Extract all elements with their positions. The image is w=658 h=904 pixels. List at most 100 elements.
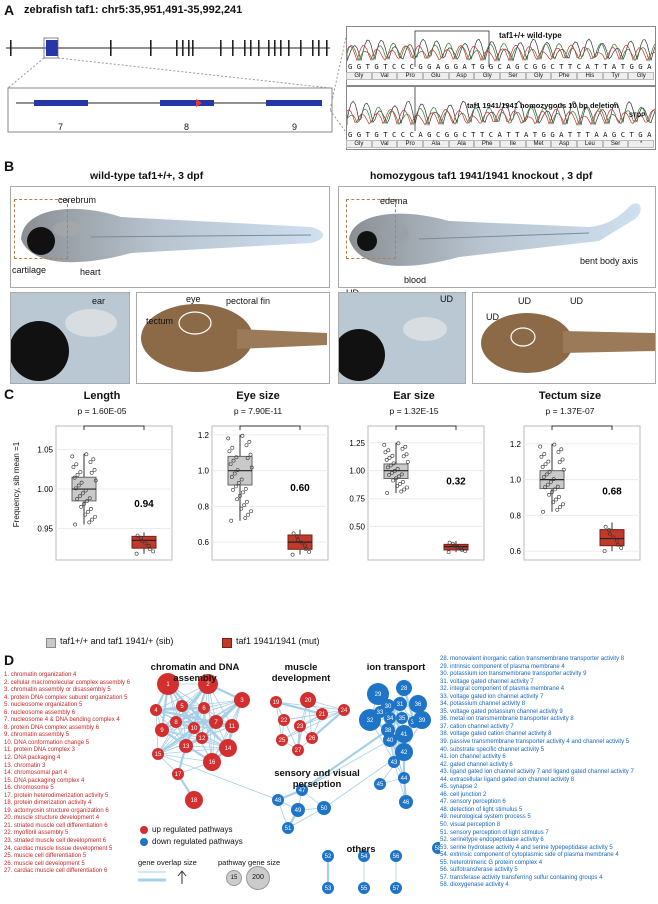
amino-acid: Val [371,72,398,80]
exon-tick [182,40,184,56]
data-point [230,445,235,450]
wt-title: wild-type taf1+/+, 3 dpf [90,170,204,182]
panel-d-letter: D [4,652,15,668]
pathway-node-43 [388,756,400,768]
deletion-marker [196,99,202,107]
exon-tick [188,40,190,56]
amino-acid: Ala [423,140,449,148]
size-small-circle: 15 [226,870,242,886]
network-edge [157,727,195,755]
amino-acid: Ala [448,140,475,148]
data-point [551,500,556,505]
data-point [89,507,93,511]
pathway-node-23 [294,720,306,732]
data-point [603,524,608,529]
node-label: 13 [183,744,190,750]
base: C [523,62,529,71]
stop-label: STOP [629,113,646,119]
data-point [544,472,549,477]
network-edge [301,729,389,791]
mut-trace [347,87,655,131]
amino-acid: Pro [397,140,424,148]
cluster-chromatin: chromatin and DNA assembly [150,662,240,684]
exon-tick [274,40,276,56]
amino-acid: Asp [551,140,578,148]
data-point [84,452,89,457]
amino-acid: Gly [346,72,372,80]
panel-a-title: zebrafish taf1: chr5:35,951,491-35,992,2… [24,4,243,16]
tick-label: 0.75 [349,495,365,504]
data-point [135,533,140,538]
pathway-node-47 [296,784,308,796]
base: A [611,62,617,71]
pathway-item: 34. potassium channel activity 8 [440,701,526,708]
data-point [561,502,565,507]
pathway-node-13 [179,739,193,753]
pathway-item: 45. synapse 2 [440,784,478,791]
node-label: 31 [397,702,404,708]
data-point [234,484,238,489]
data-point [399,489,404,494]
pathway-item: 8. protein DNA complex assembly 6 [4,724,100,731]
cluster-others: others [346,844,376,855]
node-label: 55 [361,886,368,892]
data-point [243,516,248,521]
data-point [558,505,563,509]
data-point [403,444,408,449]
p-value: p = 1.37E-07 [545,406,595,416]
data-point [226,436,231,441]
label-ud4: UD [518,296,531,306]
data-point [302,543,307,548]
pathway-item: 21. striated muscle cell differentiation… [4,822,108,829]
base: A [435,62,441,71]
wt-dorsal-image [136,292,330,384]
base: G [444,130,450,139]
panel-a-letter: A [4,2,15,18]
data-point [291,531,296,536]
data-point [134,551,139,556]
pathway-node-34 [384,712,396,724]
data-point [390,471,394,475]
pathway-node-50 [317,801,331,815]
amino-acid: Gly [346,140,372,148]
base: G [550,130,555,139]
data-point [552,442,557,447]
pathway-node-17 [172,768,184,780]
node-label: 5 [180,704,184,710]
box-plot: 0.951.001.050.94 [37,425,173,561]
pathway-node-26 [306,732,318,744]
pathway-node-48 [272,794,284,806]
ko-ear-closeup [338,292,466,384]
tick-label: 1.00 [349,467,365,476]
base: G [348,62,353,71]
pathway-item: 40. substrate specific channel activity … [440,746,545,753]
sig-bracket [395,425,457,430]
tick-label: 1.2 [198,431,210,440]
exon-9-label: 9 [292,122,298,132]
pathway-node-14 [219,739,237,757]
pathway-item: 20. muscle structure development 4 [4,815,100,822]
pathway-node-7 [209,715,223,729]
base: T [471,130,476,139]
data-point [541,475,546,480]
base: C [400,62,406,71]
pathway-node-52 [322,850,334,862]
pathway-item: 23. striated muscle cell development 6 [4,838,107,845]
data-point [240,490,245,495]
base: T [629,130,635,139]
data-point [75,497,79,501]
node-label: 56 [393,854,400,860]
node-label: 33 [377,710,384,716]
pathway-item: 55. heterotrimeric G protein complex 4 [440,859,543,866]
data-point [244,443,249,448]
data-point [385,465,390,470]
pathway-item: 24. cardiac muscle tissue development 5 [4,845,113,852]
base: C [462,130,467,139]
pathway-node-28 [396,680,412,696]
pathway-node-1 [157,673,179,695]
node-label: 3 [240,698,244,704]
base: C [576,62,582,71]
base: A [462,62,467,71]
data-point [83,512,88,517]
exon-tick [46,40,48,56]
